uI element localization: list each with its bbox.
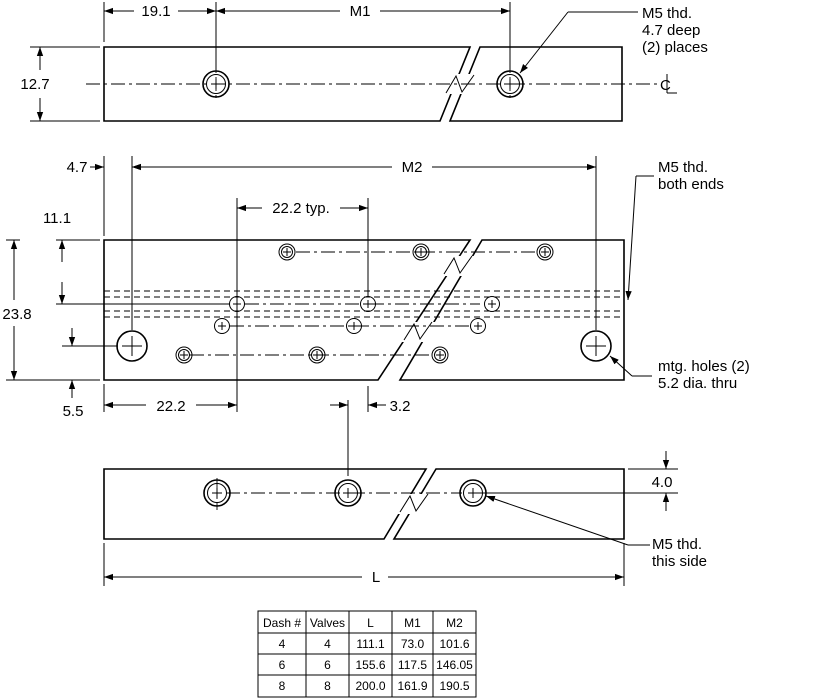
front-hole <box>470 318 486 334</box>
table-cell: 111.1 <box>356 637 385 651</box>
table-header-cell: L <box>367 616 374 630</box>
callout-ends-line1: M5 thd. <box>658 159 708 176</box>
dimension-table: Dash # Valves L M1 M2 4 4 111.1 73.0 101.6 6 6 155.6… <box>257 610 477 698</box>
mounting-hole-right <box>580 330 612 362</box>
dim-23-8: 23.8 <box>2 306 31 323</box>
table-cell: 6 <box>324 658 331 672</box>
centerline-symbol: C <box>660 74 677 94</box>
table-cell: 6 <box>279 658 286 672</box>
dim-11-1: 11.1 <box>43 210 71 227</box>
table-cell: 161.9 <box>397 679 427 693</box>
bottom-view-hole <box>203 479 231 507</box>
bottom-view-hole <box>334 479 362 507</box>
dim-5-5: 5.5 <box>63 403 84 420</box>
table-header-cell: Valves <box>310 616 345 630</box>
callout-mount-line1: mtg. holes (2) <box>658 358 750 375</box>
top-view: 19.1 M1 12.7 C M5 thd. 4.7 deep (2) plac… <box>20 2 708 122</box>
table-header-cell: Dash # <box>263 616 301 630</box>
front-view-outline-left <box>103 239 472 381</box>
dim-19-1: 19.1 <box>141 3 170 20</box>
table-cell: 4 <box>324 637 331 651</box>
front-hole <box>360 296 376 312</box>
callout-top-line1: M5 thd. <box>642 5 692 22</box>
dim-12-7: 12.7 <box>20 76 49 93</box>
front-hole <box>536 243 554 261</box>
bottom-view-outline-left <box>103 468 428 540</box>
dim-l: L <box>372 569 380 586</box>
table-header-cell: M2 <box>446 616 463 630</box>
table-cell: 146.05 <box>436 658 473 672</box>
table-cell: 190.5 <box>439 679 469 693</box>
table-cell: 200.0 <box>355 679 385 693</box>
front-hole <box>484 296 500 312</box>
dim-4-7: 4.7 <box>67 159 88 176</box>
mounting-hole-left <box>116 330 148 362</box>
table-cell: 101.6 <box>439 637 469 651</box>
svg-text:C: C <box>660 77 671 94</box>
dim-22-2-typ: 22.2 typ. <box>272 200 330 217</box>
dim-3-2: 3.2 <box>390 398 411 415</box>
top-view-hole-right <box>496 70 524 98</box>
top-view-hole-left <box>202 70 230 98</box>
table-cell: 117.5 <box>398 658 427 672</box>
callout-top-line2: 4.7 deep <box>642 22 700 39</box>
table-cell: 8 <box>279 679 286 693</box>
table-header-cell: M1 <box>404 616 421 630</box>
callout-ends-line2: both ends <box>658 176 724 193</box>
front-hole <box>278 243 296 261</box>
bottom-view-outline-right <box>392 468 625 540</box>
front-hole <box>346 318 362 334</box>
table-cell: 8 <box>324 679 331 693</box>
callout-bottom-line2: this side <box>652 553 707 570</box>
table-cell: 155.6 <box>355 658 385 672</box>
callout-mount-line2: 5.2 dia. thru <box>658 375 737 392</box>
callout-bottom-line1: M5 thd. <box>652 536 702 553</box>
table-cell: 73.0 <box>401 637 425 651</box>
dim-4-0: 4.0 <box>652 474 673 491</box>
top-view-outline-left <box>103 46 472 122</box>
dim-m2: M2 <box>402 159 423 176</box>
top-view-outline-right <box>448 46 623 122</box>
front-hole <box>412 243 430 261</box>
dim-22-2: 22.2 <box>156 398 185 415</box>
table-cell: 4 <box>279 637 286 651</box>
front-hole <box>175 346 193 364</box>
front-hole <box>431 346 449 364</box>
callout-top-line3: (2) places <box>642 39 708 56</box>
bottom-view: 4.0 L M5 thd. this side <box>103 451 707 586</box>
front-hole <box>214 318 230 334</box>
top-view-break-mark <box>445 74 475 94</box>
front-view: 4.7 M2 22.2 typ. 11.1 23.8 5.5 22.2 3.2 <box>2 156 750 476</box>
dim-m1: M1 <box>350 3 371 20</box>
front-hole <box>308 346 326 364</box>
